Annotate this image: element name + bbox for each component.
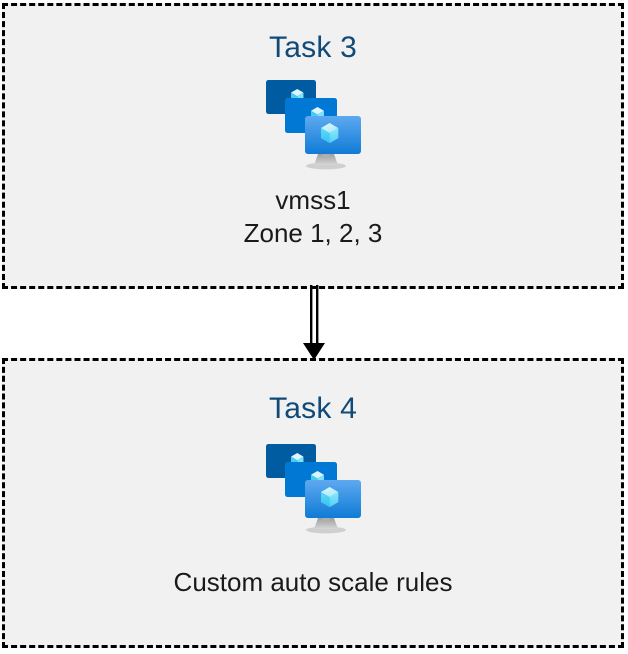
vm-scale-set-icon — [266, 444, 361, 534]
task-4-heading: Task 4 — [269, 392, 357, 425]
vm-scale-set-icon — [266, 80, 361, 170]
task-3-caption-line-1: vmss1 — [275, 185, 351, 215]
task-3-caption-line-2: Zone 1, 2, 3 — [243, 218, 383, 249]
task-box-task-3: Task 3 — [2, 3, 624, 289]
task-box-task-4: Task 4 — [2, 358, 624, 648]
task-4-caption: Custom auto scale rules — [174, 566, 453, 599]
double-line-down-arrow-icon — [303, 285, 325, 360]
task-3-heading: Task 3 — [269, 31, 357, 64]
task-4-caption-line-1: Custom auto scale rules — [173, 567, 453, 597]
task-3-caption: vmss1 Zone 1, 2, 3 — [244, 184, 383, 251]
